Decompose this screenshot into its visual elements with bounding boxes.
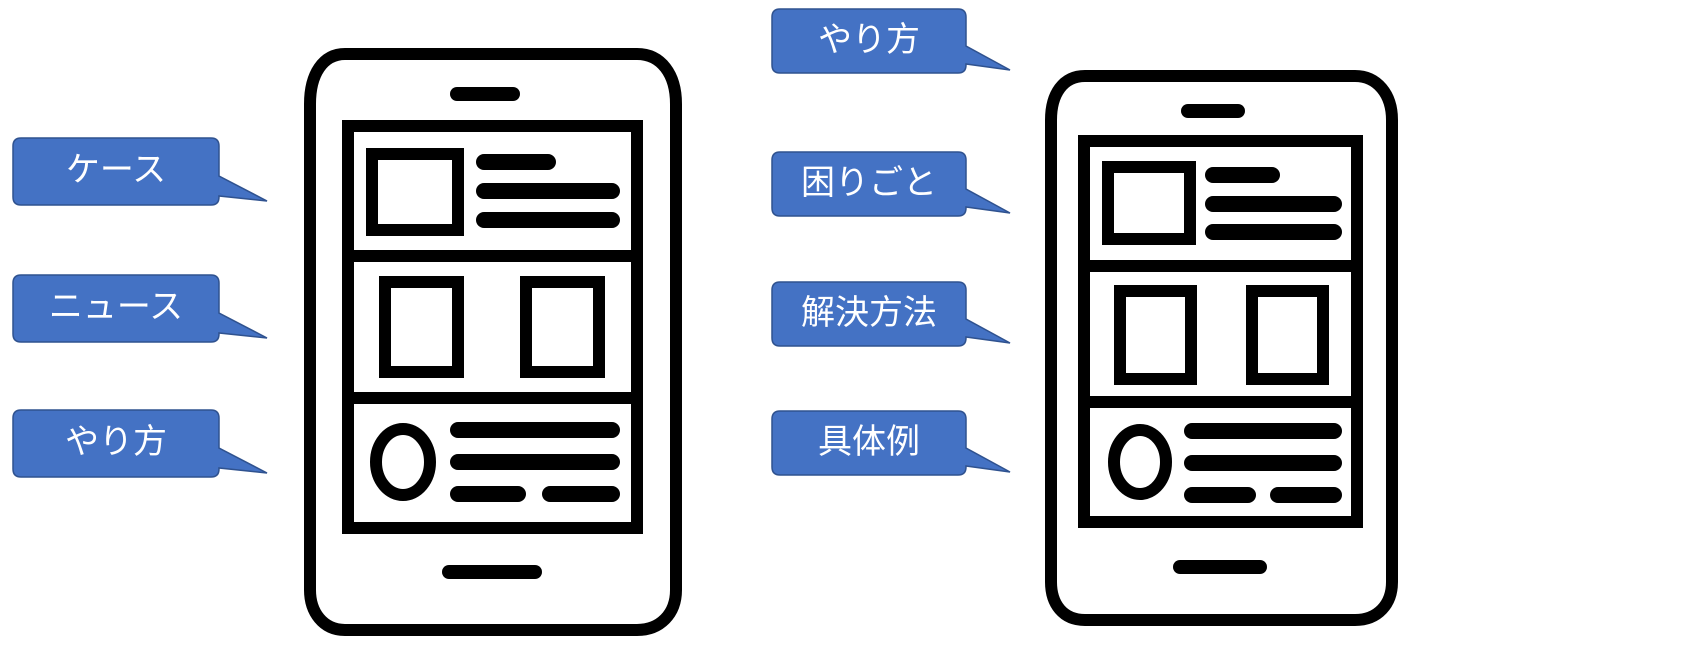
callout-shape	[12, 137, 268, 206]
screen-frame	[342, 120, 643, 534]
callout-label: 具体例	[818, 422, 920, 462]
callout-shape	[12, 274, 268, 343]
callout-label: やり方	[65, 422, 167, 462]
thumbnail-box	[366, 148, 464, 236]
callout-shape	[771, 281, 1011, 347]
screen-frame	[1078, 135, 1363, 528]
callout-label: 困りごと	[801, 163, 937, 203]
callout-shape	[771, 8, 1011, 74]
callout-shape	[771, 410, 1011, 476]
left-callout-method: やり方	[12, 409, 268, 478]
avatar-circle	[370, 423, 436, 501]
callout-label: ニュース	[49, 287, 183, 327]
phone-body	[304, 48, 682, 636]
left-callout-case: ケース	[12, 137, 268, 206]
callout-label: 解決方法	[801, 293, 937, 333]
thumbnail-box	[1102, 161, 1196, 245]
callout-label: やり方	[818, 20, 920, 60]
right-callout-example: 具体例	[771, 410, 1011, 476]
card-box	[520, 276, 605, 378]
right-phone	[1045, 70, 1398, 626]
left-phone	[304, 48, 682, 636]
callout-label: ケース	[66, 150, 166, 190]
right-callout-method: やり方	[771, 8, 1011, 74]
right-callout-solution: 解決方法	[771, 281, 1011, 347]
left-callout-news: ニュース	[12, 274, 268, 343]
card-box	[1246, 285, 1329, 385]
phone-body	[1045, 70, 1398, 626]
callout-shape	[12, 409, 268, 478]
card-box	[1114, 285, 1197, 385]
card-box	[379, 276, 464, 378]
right-callout-problem: 困りごと	[771, 151, 1011, 217]
avatar-circle	[1108, 424, 1172, 500]
callout-shape	[771, 151, 1011, 217]
